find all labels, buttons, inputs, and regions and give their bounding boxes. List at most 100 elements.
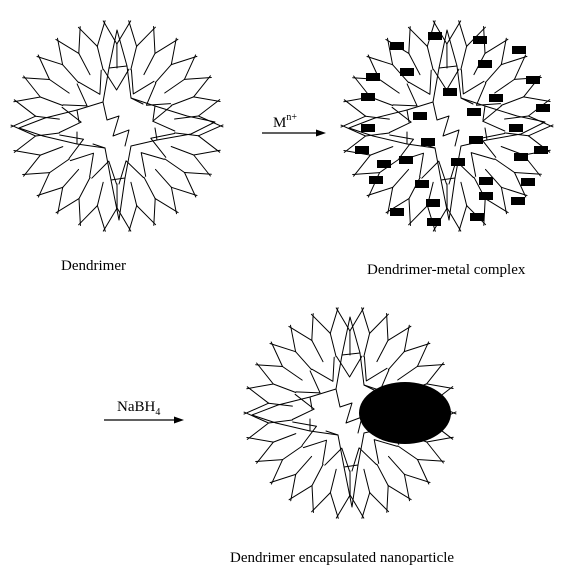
dendrimer-seam bbox=[484, 127, 488, 141]
dendrimer-branch bbox=[154, 38, 179, 54]
dendrimer-branch bbox=[96, 20, 106, 47]
dendrimer-seam bbox=[440, 177, 456, 181]
dendrimer-branch bbox=[369, 146, 394, 156]
dendrimer-branch bbox=[282, 366, 303, 381]
dendrimer-branch bbox=[470, 152, 495, 177]
dendrimer-branch bbox=[403, 324, 410, 353]
dendrimer-branch bbox=[387, 186, 394, 215]
dendrimer-branch bbox=[272, 433, 297, 443]
dendrimer-branch bbox=[170, 37, 177, 66]
dendrimer-branch bbox=[13, 99, 37, 117]
dendrimer-branch bbox=[288, 325, 313, 341]
metal-ion-marker bbox=[421, 138, 435, 146]
dendrimer-branch bbox=[416, 364, 445, 367]
dendrimer-seam bbox=[152, 105, 156, 121]
dendrimer-branch bbox=[292, 421, 317, 446]
dendrimer-branch bbox=[376, 339, 389, 363]
dendrimer-branch bbox=[366, 186, 394, 197]
dendrimer-branch bbox=[243, 411, 270, 424]
metal-ion-marker bbox=[479, 192, 493, 200]
metal-ion-marker bbox=[536, 104, 550, 112]
dendrimer-branch bbox=[152, 105, 176, 132]
dendrimer-branch bbox=[102, 207, 118, 232]
dendrimer-branch bbox=[13, 96, 41, 103]
dendrimer-branch bbox=[483, 198, 486, 226]
dendrimer-seam bbox=[130, 97, 144, 105]
dendrimer-branch bbox=[329, 307, 339, 334]
dendrimer-branch bbox=[388, 106, 412, 133]
metal-ion-marker bbox=[451, 158, 465, 166]
dendrimer-branch bbox=[62, 168, 80, 188]
dendrimer-branch bbox=[256, 441, 274, 464]
dendrimer-branch bbox=[174, 132, 199, 137]
metal-ion-marker bbox=[470, 213, 484, 221]
dendrimer-branch bbox=[184, 172, 212, 175]
dendrimer-branch bbox=[295, 455, 313, 475]
dendrimer-branch bbox=[335, 494, 351, 519]
dendrimer-branch bbox=[246, 422, 270, 440]
dendrimer-branch bbox=[116, 20, 132, 45]
dendrimer-branch bbox=[153, 26, 156, 54]
dendrimer-branch bbox=[153, 198, 156, 226]
metal-ion-marker bbox=[511, 197, 525, 205]
metal-ion-marker bbox=[534, 146, 548, 154]
dendrimer-branch bbox=[386, 485, 389, 513]
dendrimer-branch bbox=[373, 439, 398, 464]
dendrimer-branch bbox=[22, 172, 51, 175]
dendrimer-branch bbox=[387, 325, 412, 341]
dendrimer-branch bbox=[324, 447, 350, 472]
dendrimer-branch bbox=[343, 135, 367, 153]
dendrimer-branch bbox=[365, 132, 390, 137]
dendrimer-branch bbox=[387, 485, 412, 501]
dendrimer-branch bbox=[494, 78, 515, 94]
dendrimer-branch bbox=[351, 447, 377, 472]
dendrimer-branch bbox=[408, 52, 421, 76]
dendrimer-branch bbox=[295, 370, 321, 394]
dendrimer-seam bbox=[325, 430, 339, 436]
dendrimer-branch bbox=[246, 386, 270, 404]
dendrimer-branch bbox=[291, 393, 315, 420]
dendrimer-branch bbox=[387, 37, 394, 66]
dendrimer-branch bbox=[116, 207, 132, 232]
dendrimer-branch bbox=[460, 45, 468, 71]
dendrimer-branch bbox=[255, 459, 284, 462]
dendrimer-branch bbox=[426, 45, 434, 71]
dendrimer-branch bbox=[77, 26, 98, 47]
dendrimer-branch bbox=[500, 55, 528, 66]
dendrimer-branch bbox=[184, 172, 197, 198]
dendrimer-branch bbox=[268, 419, 293, 424]
dendrimer-branch bbox=[78, 26, 81, 54]
dendrimer-branch bbox=[408, 205, 428, 226]
dendrimer-branch bbox=[57, 37, 64, 66]
dendrimer-branch bbox=[403, 342, 431, 353]
dendrimer-branch bbox=[329, 332, 337, 358]
dendrimer-branch bbox=[128, 20, 138, 47]
dendrimer-branch bbox=[49, 158, 70, 174]
dendrimer-branch bbox=[136, 205, 157, 226]
dendrimer-branch bbox=[270, 341, 283, 367]
dendrimer-branch bbox=[170, 146, 195, 156]
metal-ion-marker bbox=[526, 76, 540, 84]
metal-ion-marker bbox=[521, 178, 535, 186]
dendrimer-branch bbox=[365, 115, 390, 120]
dendrimer-branch bbox=[329, 468, 337, 494]
dendrimer-branch bbox=[164, 78, 185, 94]
dendrimer-branch bbox=[335, 307, 351, 332]
dendrimer-branch bbox=[130, 69, 155, 95]
dendrimer-branch bbox=[397, 445, 418, 460]
metal-ion-marker bbox=[426, 199, 440, 207]
dendrimer-branch bbox=[62, 64, 79, 84]
dendrimer-branch bbox=[408, 69, 432, 95]
dendrimer-branch bbox=[385, 198, 410, 214]
dendrimer-branch bbox=[426, 436, 454, 443]
dendrimer-branch bbox=[10, 124, 37, 137]
dendrimer-branch bbox=[78, 52, 91, 76]
dendrimer-seam bbox=[363, 384, 377, 392]
metal-ion-marker bbox=[415, 180, 429, 188]
dendrimer-branch bbox=[246, 437, 274, 443]
dendrimer-branch bbox=[403, 473, 410, 502]
dendrimer-branch bbox=[389, 134, 414, 159]
dendrimer-branch bbox=[91, 160, 117, 185]
dendrimer-core bbox=[18, 29, 216, 221]
nanoparticle bbox=[359, 382, 451, 444]
